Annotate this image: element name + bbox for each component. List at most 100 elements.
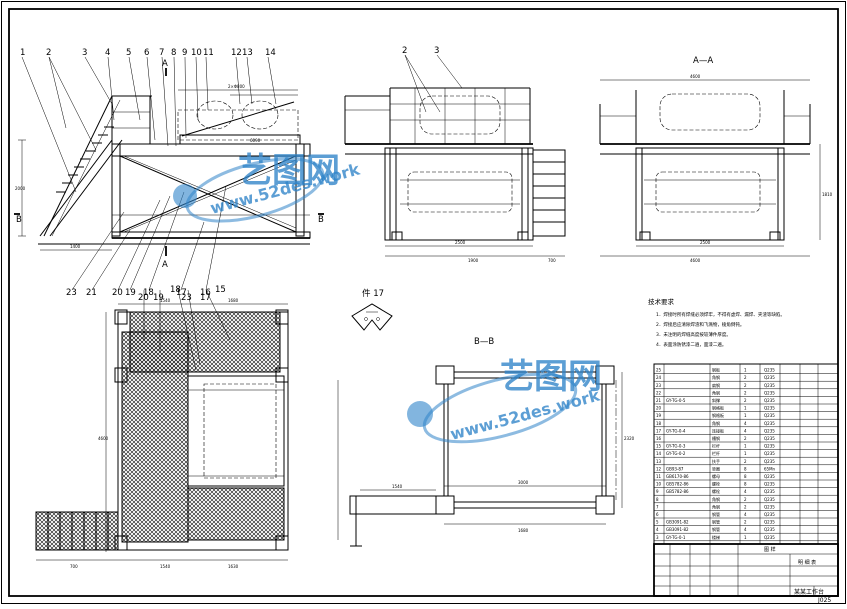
front-part-labels-bottom: 23 21 20 19 18 17 16	[66, 288, 211, 298]
side-stair-tower	[532, 149, 566, 237]
parts-row-mat: Q235	[764, 436, 775, 441]
parts-row-name: 槽钢	[712, 435, 720, 441]
svg-text:2500: 2500	[700, 240, 711, 245]
detail-17-title: 件 17	[362, 288, 384, 299]
parts-row-code: GB93-87	[666, 466, 684, 471]
parts-row-no: 4	[656, 527, 659, 532]
parts-row-no: 6	[656, 512, 659, 517]
parts-row-qty: 1	[744, 451, 747, 456]
section-marker-a-top: A	[162, 59, 168, 69]
parts-row-name: 垫圈	[712, 465, 720, 471]
parts-row-qty: 1	[744, 535, 747, 540]
label-1: 1	[20, 48, 25, 58]
parts-row-name: 螺栓	[712, 488, 720, 494]
side-label-2: 2	[402, 46, 407, 56]
parts-row-qty: 2	[744, 398, 747, 403]
label-17: 17	[176, 288, 187, 298]
svg-text:4600: 4600	[98, 436, 109, 441]
parts-row-no: 9	[656, 489, 659, 494]
parts-row-no: 16	[656, 436, 662, 441]
parts-row-name: 角钢	[712, 420, 720, 426]
front-drum-outline	[177, 109, 299, 141]
title-block-drawing-label: 图 样	[764, 546, 776, 553]
plan-grating-top	[129, 311, 281, 373]
parts-row-name: 角钢	[712, 389, 720, 395]
parts-row-mat: Q235	[764, 406, 775, 411]
note-1: 1．焊接时所有焊缝必须焊牢，不得有虚焊、漏焊、夹渣等缺陷。	[656, 311, 785, 318]
label-20: 20	[112, 288, 123, 298]
bb-post-bottom-left	[435, 495, 455, 515]
parts-row-code: GY-TG-0-2	[666, 451, 686, 456]
label-8: 8	[171, 48, 176, 58]
parts-row-code: GB3091-82	[666, 527, 689, 532]
parts-row-name: 栏杆	[712, 450, 720, 456]
parts-row-mat: Q235	[764, 398, 775, 403]
parts-row-mat: Q235	[764, 428, 775, 433]
front-view: 2000 1400 2×Φ800 6090	[14, 56, 324, 291]
parts-row-qty: 2	[744, 375, 747, 380]
watermark-brand-2: 艺图网	[500, 357, 602, 397]
watermark-brand: 艺图网	[238, 151, 340, 191]
parts-row-code: GB3091-82	[666, 520, 689, 525]
svg-text:1540: 1540	[160, 298, 171, 303]
svg-text:2×Φ800: 2×Φ800	[228, 84, 245, 89]
label-2: 2	[46, 48, 51, 58]
parts-row-no: 25	[656, 368, 662, 373]
svg-text:6090: 6090	[250, 138, 261, 143]
parts-row-name: 钢管	[712, 511, 720, 517]
front-stair-stringer-high	[49, 139, 123, 237]
parts-row-code: GY-TG-0-1	[666, 535, 686, 540]
parts-row-no: 20	[656, 406, 662, 411]
parts-row-qty: 1	[744, 368, 747, 373]
parts-row-no: 21	[656, 398, 662, 403]
plan-label-17: 17	[200, 293, 211, 303]
section-bb-title: B—B	[474, 337, 494, 347]
parts-row-mat: Q235	[764, 497, 775, 502]
parts-row-no: 24	[656, 375, 662, 380]
label-12: 12	[231, 48, 242, 58]
parts-row-mat: Q235	[764, 459, 775, 464]
parts-row-no: 8	[656, 497, 659, 502]
parts-row-qty: 8	[744, 474, 747, 479]
svg-text:1400: 1400	[70, 244, 81, 249]
parts-row-name: 钢板	[712, 367, 720, 373]
side-frame	[384, 147, 534, 241]
svg-text:700: 700	[548, 258, 556, 263]
detail-17-view: 件 17	[351, 288, 393, 331]
parts-row-mat: Q235	[764, 421, 775, 426]
parts-row-no: 23	[656, 383, 662, 388]
label-13: 13	[242, 48, 253, 58]
parts-row-no: 15	[656, 444, 662, 449]
parts-row-qty: 2	[744, 436, 747, 441]
title-block: 图 样 明 细 表 某某工作台 J025	[653, 543, 839, 604]
title-block-drawing-title: 某某工作台	[794, 588, 824, 596]
title-block-parts-list-label: 明 细 表	[798, 559, 816, 566]
front-stair-handrail	[43, 95, 113, 237]
notes-heading: 技术要求	[648, 297, 675, 306]
parts-row-name: 钢格板	[712, 405, 724, 411]
label-5: 5	[126, 48, 131, 58]
parts-row-mat: Q235	[764, 527, 775, 532]
technical-notes: 技术要求 1．焊接时所有焊缝必须焊牢，不得有虚焊、漏焊、夹渣等缺陷。 2．焊接后…	[648, 297, 785, 348]
parts-row-mat: Q235	[764, 413, 775, 418]
section-marker-b-right: B	[318, 215, 324, 225]
section-aa-title: A—A	[693, 56, 713, 66]
parts-row-qty: 1	[744, 406, 747, 411]
parts-row-mat: Q235	[764, 383, 775, 388]
note-2: 2．焊接后应清除焊渣和飞溅物，棱角倒钝。	[656, 321, 744, 328]
parts-row-no: 7	[656, 504, 659, 509]
label-14: 14	[265, 48, 276, 58]
svg-text:2500: 2500	[455, 240, 466, 245]
parts-row-no: 14	[656, 451, 662, 456]
side-drum-upper	[419, 95, 501, 135]
parts-row-code: GB6170-86	[666, 474, 689, 479]
plan-label-15: 15	[215, 285, 226, 295]
label-9: 9	[182, 48, 187, 58]
parts-row-qty: 2	[744, 504, 747, 509]
parts-row-mat: Q235	[764, 512, 775, 517]
parts-row-qty: 4	[744, 527, 747, 532]
parts-row-name: 扁钢	[712, 382, 720, 388]
parts-row-code: GB5782-86	[666, 482, 689, 487]
svg-text:1680: 1680	[518, 528, 529, 533]
parts-row-name: 楼梯	[712, 534, 720, 540]
